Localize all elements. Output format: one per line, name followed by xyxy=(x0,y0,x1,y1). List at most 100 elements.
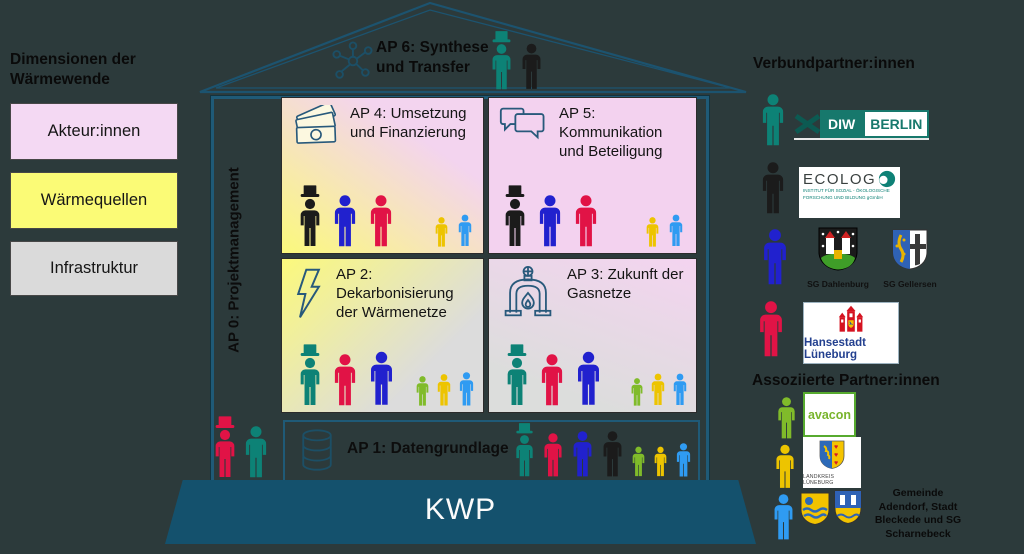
ap5-title: AP 5: Kommunikation und Beteiligung xyxy=(559,105,663,160)
assoziierte-heading: Assoziierte Partner:innen xyxy=(752,372,940,389)
dahlenburg-crest-icon xyxy=(818,227,858,271)
network-icon xyxy=(332,41,373,79)
person-blue-icon xyxy=(571,431,594,477)
ap6-label: AP 6: Synthese und Transfer xyxy=(376,39,489,76)
dimension-box-infrastruktur: Infrastruktur xyxy=(10,241,178,296)
ap2-people-main xyxy=(298,344,395,406)
quadrant-ap3: AP 3: Zukunft der Gasnetze xyxy=(488,258,697,413)
ecolog-circle-icon xyxy=(878,170,896,188)
person-teal-hat-icon xyxy=(298,344,322,406)
database-icon xyxy=(302,429,332,471)
person-teal-icon xyxy=(243,426,269,478)
person-teal-hat-icon xyxy=(490,31,513,90)
person-teal-icon xyxy=(760,94,786,146)
person-blue-icon xyxy=(761,227,789,287)
diw-x-icon xyxy=(794,113,820,135)
landkreis-caption: LANDKREIS LÜNEBURG xyxy=(803,474,835,486)
person-red-icon xyxy=(332,354,358,406)
person-green-icon xyxy=(415,376,430,406)
person-black-icon xyxy=(520,43,543,90)
person-red-icon xyxy=(542,433,564,477)
person-lightblue-icon xyxy=(672,373,688,406)
dahlenburg-caption: SG Dahlenburg xyxy=(807,279,869,289)
person-blue-icon xyxy=(332,195,358,247)
quadrant-ap4: AP 4: Umsetzung und Finanzierung xyxy=(281,97,484,254)
person-red-icon xyxy=(573,195,599,247)
person-lightblue-icon xyxy=(458,372,475,406)
dimension-box-akteurinnen: Akteur:innen xyxy=(10,103,178,160)
person-black-hat-icon xyxy=(298,185,322,247)
ap1-people xyxy=(514,423,692,477)
roof-outline xyxy=(199,1,747,94)
dimension-label: Infrastruktur xyxy=(49,259,139,277)
ap4-people-main xyxy=(298,185,394,247)
hansestadt-lueneburg-logo: Hansestadt Lüneburg xyxy=(803,302,899,364)
person-green-icon xyxy=(776,397,797,439)
gemeinden-caption: Gemeinde Adendorf, Stadt Bleckede und SG… xyxy=(874,487,962,540)
ecolog-logo: ECOLOG INSTITUT FÜR SOZIAL - ÖKOLOGISCHE… xyxy=(799,167,900,218)
diw-berlin-logo: DIW BERLIN xyxy=(794,110,930,140)
person-yellow-icon xyxy=(653,446,668,477)
ap1-strip: AP 1: Datengrundlage xyxy=(283,420,700,482)
ecolog-subtitle: INSTITUT FÜR SOZIAL - ÖKOLOGISCHE xyxy=(803,188,890,193)
sg-gellersen-partner: SG Gellersen xyxy=(880,228,940,289)
svg-text:♥: ♥ xyxy=(834,452,838,459)
gellersen-caption: SG Gellersen xyxy=(883,279,937,289)
ap4-title: AP 4: Umsetzung und Finanzierung xyxy=(350,105,467,141)
adendorf-crest-icon xyxy=(800,492,830,526)
person-red-hat-icon xyxy=(213,416,237,478)
ap4-people-small xyxy=(434,214,473,247)
banknotes-icon xyxy=(295,105,337,144)
person-yellow-icon xyxy=(774,444,796,489)
ap3-title: AP 3: Zukunft der Gasnetze xyxy=(567,266,684,302)
ap2-people-small xyxy=(415,372,475,406)
lightning-icon xyxy=(296,268,321,318)
ap0-label: AP 0: Projektmanagement xyxy=(225,167,243,353)
ap3-people-main xyxy=(505,344,602,406)
ap1-title: AP 1: Datengrundlage xyxy=(347,440,509,457)
person-green-icon xyxy=(630,378,644,406)
person-blue-icon xyxy=(537,195,563,247)
dimension-box-waermequellen: Wärmequellen xyxy=(10,172,178,229)
person-lightblue-icon xyxy=(675,443,692,477)
person-lightblue-icon xyxy=(457,214,473,247)
kwp-base: KWP xyxy=(165,480,756,544)
ap3-people-small xyxy=(630,373,688,406)
person-red-icon xyxy=(539,354,565,406)
person-yellow-icon xyxy=(645,217,660,247)
diw-city: BERLIN xyxy=(863,110,930,138)
hansestadt-caption: Hansestadt Lüneburg xyxy=(804,337,866,361)
person-teal-hat-icon xyxy=(514,423,535,477)
gas-pipe-icon xyxy=(504,266,552,317)
ap2-title: AP 2: Dekarbonisierung der Wärmenetze xyxy=(336,266,454,321)
person-lightblue-icon xyxy=(668,214,684,247)
avacon-label: avacon xyxy=(807,407,852,422)
person-teal-hat-icon xyxy=(505,344,529,406)
avacon-logo: avacon xyxy=(803,392,856,437)
lueneburg-crest-icon xyxy=(838,305,864,332)
ap5-people-small xyxy=(645,214,684,247)
landkreis-lueneburg-logo: ♥ ♥ ♥ LANDKREIS LÜNEBURG xyxy=(803,437,861,488)
person-yellow-icon xyxy=(650,373,666,406)
bleckede-crest-icon xyxy=(834,490,862,525)
person-lightblue-icon xyxy=(772,494,795,540)
person-black-hat-icon xyxy=(503,185,527,247)
svg-text:♥: ♥ xyxy=(834,460,838,467)
verbundpartner-heading: Verbundpartner:innen xyxy=(753,55,915,72)
quadrant-ap2: AP 2: Dekarbonisierung der Wärmenetze xyxy=(281,258,484,413)
person-yellow-icon xyxy=(436,374,452,406)
ecolog-name: ECOLOG xyxy=(803,170,877,188)
person-red-icon xyxy=(368,195,394,247)
svg-text:♥: ♥ xyxy=(834,444,838,451)
person-black-icon xyxy=(601,431,624,477)
person-black-icon xyxy=(760,162,786,214)
person-blue-icon xyxy=(575,351,602,406)
landkreis-crest-icon: ♥ ♥ ♥ xyxy=(819,440,845,469)
person-yellow-icon xyxy=(434,217,449,247)
person-blue-icon xyxy=(368,351,395,406)
speech-bubbles-icon xyxy=(499,107,545,140)
quadrant-ap5: AP 5: Kommunikation und Beteiligung xyxy=(488,97,697,254)
diw-name: DIW xyxy=(820,110,864,138)
dimension-label: Akteur:innen xyxy=(47,122,141,140)
